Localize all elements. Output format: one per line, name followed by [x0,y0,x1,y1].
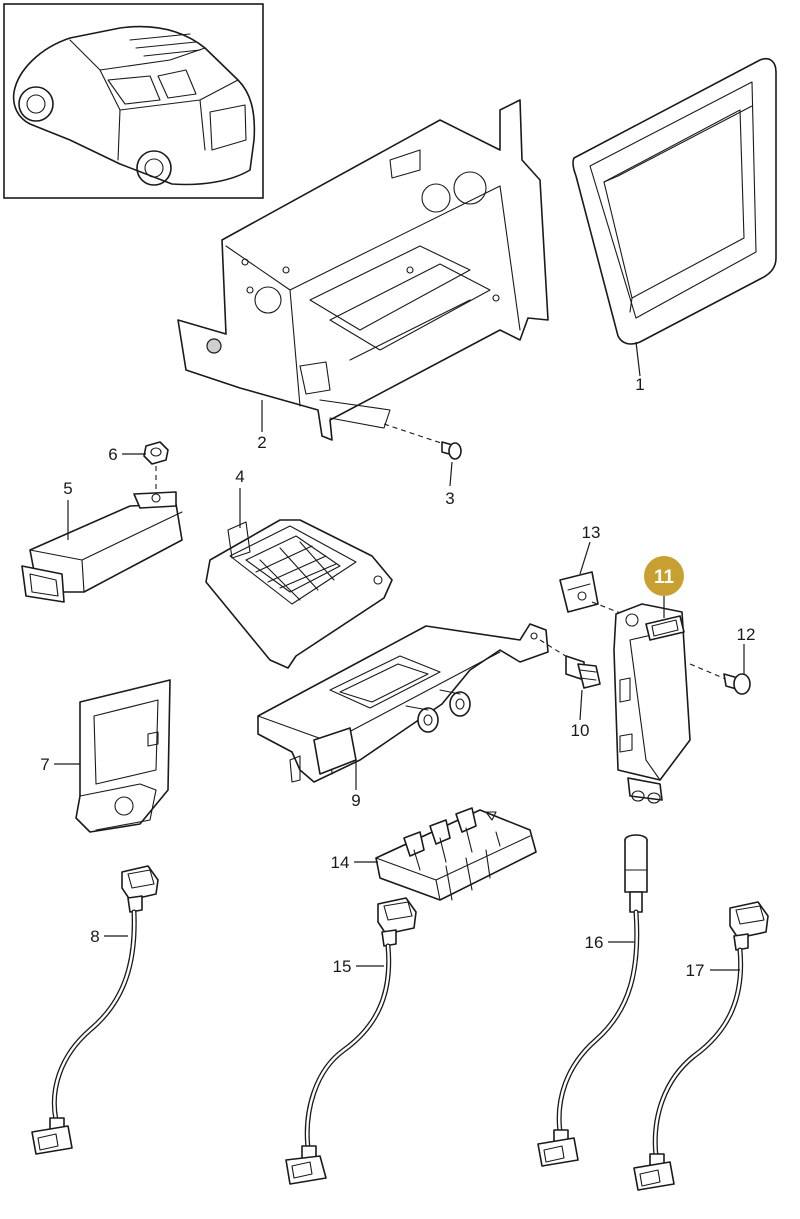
part-13-clip [559,571,599,613]
part-5-control-module [21,491,183,603]
part-15-cable [285,897,417,1185]
part-11-highlight-badge[interactable] [644,556,684,596]
part-labels: 1 2 3 4 5 6 7 8 9 10 11 12 13 14 15 16 1… [40,375,755,980]
part-7-cover-plate [75,679,171,833]
part-label-5[interactable]: 5 [63,479,72,498]
vehicle-thumbnail [3,3,264,199]
part-14-connector-holder [375,807,537,901]
leader-lines [54,341,745,971]
part-1-trim-frame [572,57,777,345]
part-label-14[interactable]: 14 [331,853,350,872]
part-label-7[interactable]: 7 [40,755,49,774]
part-label-13[interactable]: 13 [582,523,601,542]
part-label-4[interactable]: 4 [235,467,244,486]
part-label-6[interactable]: 6 [108,445,117,464]
part-label-12[interactable]: 12 [737,625,756,644]
part-11-antenna-amplifier [613,603,691,804]
part-label-16[interactable]: 16 [585,933,604,952]
part-3-screw [441,441,462,460]
part-2-mounting-bracket [177,99,549,441]
part-label-8[interactable]: 8 [90,927,99,946]
part-17-cable [633,901,769,1191]
part-label-17[interactable]: 17 [686,961,705,980]
part-label-1[interactable]: 1 [635,375,644,394]
part-label-10[interactable]: 10 [571,721,590,740]
part-label-3[interactable]: 3 [445,489,454,508]
part-label-2[interactable]: 2 [257,433,266,452]
part-label-9[interactable]: 9 [351,791,360,810]
part-label-15[interactable]: 15 [333,957,352,976]
part-9-amplifier-bracket [257,623,549,783]
part-10-screw [565,655,601,689]
part-12-screw [723,673,751,695]
part-16-cable [537,834,648,1167]
part-label-11[interactable]: 11 [654,567,675,588]
part-8-cable [31,865,159,1155]
part-4-holder [205,519,393,669]
part-6-nut [143,441,169,465]
